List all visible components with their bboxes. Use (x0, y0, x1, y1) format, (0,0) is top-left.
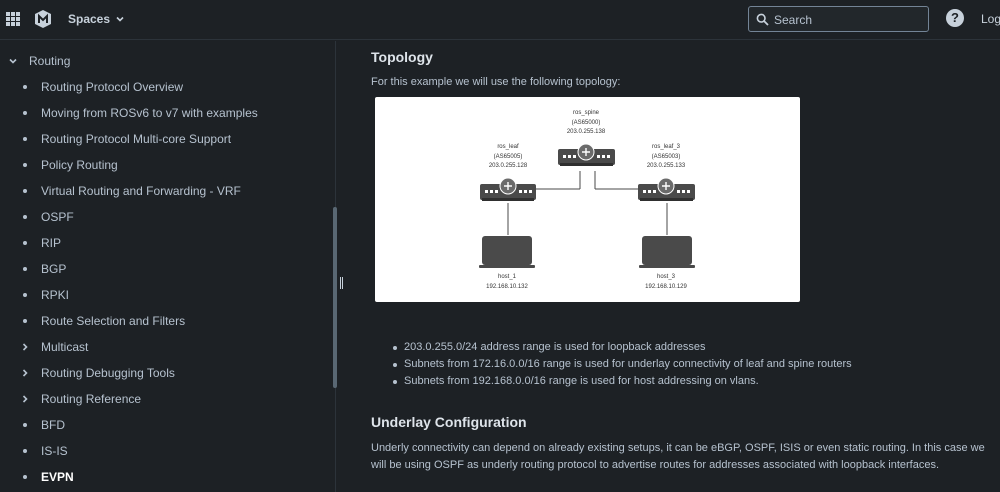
sidebar-item-evpn[interactable]: EVPN (0, 467, 74, 487)
spine-ip: 203.0.255.138 (567, 129, 606, 135)
main-content: Topology For this example we will use th… (345, 41, 1000, 492)
sidebar-item-label: Routing Debugging Tools (41, 366, 175, 380)
sidebar-item-moving-from-rosv6-to-v7-with-examples[interactable]: Moving from ROSv6 to v7 with examples (0, 103, 258, 123)
sidebar-item-label: Multicast (41, 340, 89, 354)
host1-laptop-icon (479, 236, 535, 268)
sidebar-item-bgp[interactable]: BGP (0, 259, 66, 279)
list-item: Subnets from 192.168.0.0/16 range is use… (393, 373, 852, 390)
host3-ip: 192.168.10.129 (645, 284, 687, 290)
bullet-icon (18, 319, 32, 323)
host3-laptop-icon (639, 236, 695, 268)
bullet-icon (18, 189, 32, 193)
spine-asn: (AS65000) (572, 120, 601, 126)
leaf3-name: ros_leaf_3 (652, 144, 681, 150)
sidebar-item-policy-routing[interactable]: Policy Routing (0, 155, 118, 175)
bullet-icon (18, 293, 32, 297)
leaf3-asn: (AS65003) (652, 154, 681, 160)
sidebar-item-label: Route Selection and Filters (41, 314, 186, 328)
topology-intro: For this example we will use the followi… (371, 76, 621, 88)
sidebar-item-label: Policy Routing (41, 158, 118, 172)
sidebar-item-label: Moving from ROSv6 to v7 with examples (41, 106, 258, 120)
leaf1-ip: 203.0.255.128 (489, 163, 528, 169)
login-link[interactable]: Log (981, 12, 1000, 26)
bullet-icon (18, 449, 32, 453)
bullet-icon (18, 241, 32, 245)
sidebar-item-label: IS-IS (41, 444, 68, 458)
sidebar-item-bfd[interactable]: BFD (0, 415, 65, 435)
list-item: Subnets from 172.16.0.0/16 range is used… (393, 356, 852, 373)
leaf3-ip: 203.0.255.133 (647, 163, 686, 169)
sidebar-item-label: BGP (41, 262, 67, 276)
list-item: 203.0.255.0/24 address range is used for… (393, 339, 852, 356)
bullet-icon (18, 85, 32, 89)
sidebar-item-routing-protocol-overview[interactable]: Routing Protocol Overview (0, 77, 183, 97)
bullet-icon (18, 137, 32, 141)
sidebar-item-label: OSPF (41, 210, 74, 224)
chevron-down-icon[interactable] (6, 57, 20, 65)
topology-diagram-svg: ros_spine (AS65000) 203.0.255.138 ros_le… (479, 110, 695, 290)
sidebar-item-routing-reference[interactable]: Routing Reference (0, 389, 141, 409)
topology-heading: Topology (371, 49, 433, 65)
sidebar-item-label: EVPN (41, 470, 74, 484)
chevron-right-icon[interactable] (18, 343, 32, 351)
chevron-right-icon[interactable] (18, 395, 32, 403)
chevron-right-icon[interactable] (18, 369, 32, 377)
sidebar-item-label: Routing Protocol Overview (41, 80, 184, 94)
underlay-text: Underly connectivity can depend on alrea… (371, 442, 985, 471)
bullet-icon (18, 111, 32, 115)
help-icon[interactable]: ? (946, 9, 964, 27)
sidebar-item-routing-protocol-multi-core-support[interactable]: Routing Protocol Multi-core Support (0, 129, 231, 149)
sidebar-item-label: RIP (41, 236, 62, 250)
sidebar-item-rip[interactable]: RIP (0, 233, 61, 253)
sidebar-item-routing[interactable]: Routing (0, 51, 70, 71)
underlay-heading: Underlay Configuration (371, 414, 527, 430)
top-navigation-bar: Spaces ? Log (0, 0, 1000, 40)
address-range-list: 203.0.255.0/24 address range is used for… (393, 339, 852, 390)
sidebar-item-label: BFD (41, 418, 65, 432)
app-switcher-icon[interactable] (6, 12, 20, 26)
chevron-down-icon (116, 16, 124, 22)
leaf1-asn: (AS65005) (494, 154, 523, 160)
bullet-icon (18, 475, 32, 479)
sidebar-item-label: Routing (29, 54, 71, 68)
sidebar-item-label: Virtual Routing and Forwarding - VRF (41, 184, 241, 198)
host3-name: host_3 (657, 274, 676, 280)
bullet-icon (18, 423, 32, 427)
sidebar-item-multicast[interactable]: Multicast (0, 337, 88, 357)
host1-name: host_1 (498, 274, 517, 280)
sidebar-item-is-is[interactable]: IS-IS (0, 441, 68, 461)
sidebar-item-label: Routing Protocol Multi-core Support (41, 132, 232, 146)
sidebar-scrollbar[interactable] (333, 207, 337, 388)
search-input[interactable] (774, 11, 924, 28)
sidebar-resize-handle[interactable] (340, 277, 345, 289)
search-box[interactable] (748, 6, 929, 32)
topology-diagram: ros_spine (AS65000) 203.0.255.138 ros_le… (375, 97, 800, 302)
sidebar-item-routing-debugging-tools[interactable]: Routing Debugging Tools (0, 363, 175, 383)
bullet-icon (18, 267, 32, 271)
router-spine-icon (558, 143, 615, 166)
sidebar-item-route-selection-and-filters[interactable]: Route Selection and Filters (0, 311, 185, 331)
router-leaf1-icon (480, 177, 536, 201)
search-icon (756, 13, 769, 26)
bullet-icon (18, 163, 32, 167)
bullet-icon (18, 215, 32, 219)
sidebar-item-ospf[interactable]: OSPF (0, 207, 74, 227)
spaces-menu-button[interactable]: Spaces (68, 12, 124, 26)
spine-name: ros_spine (573, 110, 600, 116)
router-leaf3-icon (638, 177, 695, 201)
site-logo-icon[interactable] (33, 9, 53, 29)
leaf1-name: ros_leaf (497, 144, 519, 150)
spaces-label: Spaces (68, 12, 111, 26)
host1-ip: 192.168.10.132 (486, 284, 528, 290)
sidebar-item-virtual-routing-and-forwarding-vrf[interactable]: Virtual Routing and Forwarding - VRF (0, 181, 241, 201)
sidebar-item-label: Routing Reference (41, 392, 142, 406)
sidebar-item-rpki[interactable]: RPKI (0, 285, 69, 305)
sidebar-item-label: RPKI (41, 288, 70, 302)
